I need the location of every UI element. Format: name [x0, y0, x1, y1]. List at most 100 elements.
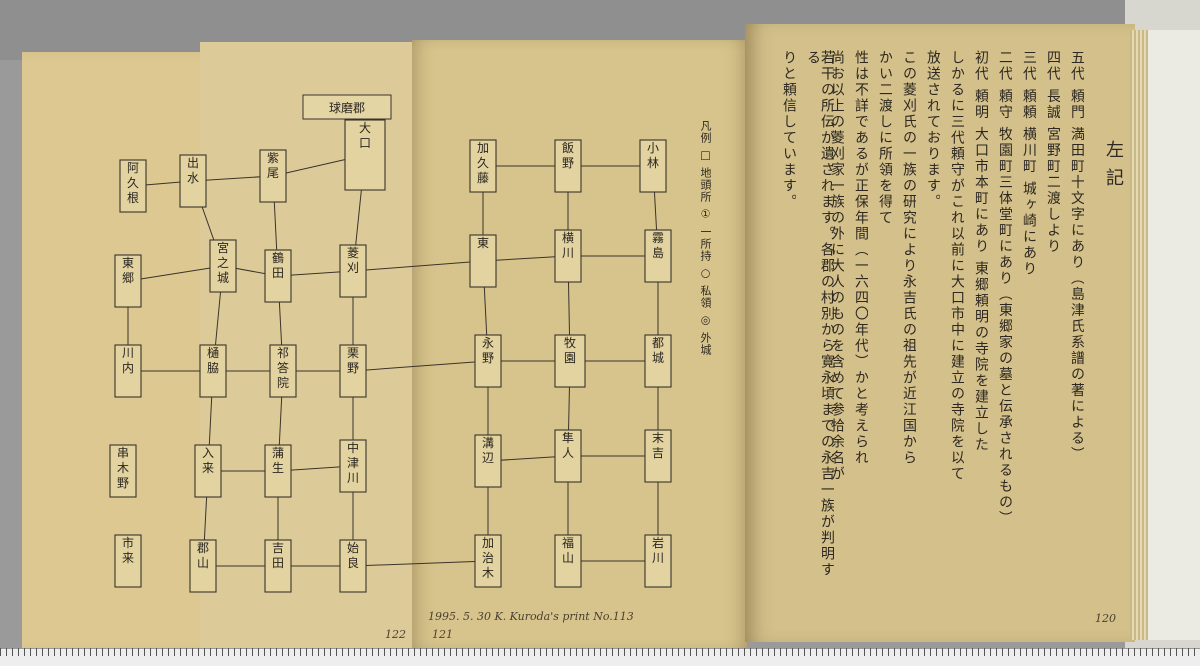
node-kiy: 溝辺	[474, 434, 502, 488]
node-label: 大	[359, 121, 371, 135]
node-ich: 市来	[114, 534, 142, 588]
node-label: 郷	[122, 271, 134, 285]
right-text-line: 四代 長誠 宮野町二渡しより	[1046, 50, 1060, 255]
node-label: 川	[562, 246, 574, 260]
node-label: 山	[562, 551, 574, 565]
node-label: 霧	[652, 231, 664, 245]
node-label: 根	[127, 191, 139, 205]
node-oku: 大口	[344, 119, 386, 191]
node-kur: 栗野	[339, 344, 367, 398]
node-iri: 入来	[194, 444, 222, 498]
node-label: 木	[117, 461, 129, 475]
node-hay: 隼人	[554, 429, 582, 483]
ruler-ticks	[0, 648, 1200, 656]
node-label: 辺	[482, 451, 494, 465]
node-sen: 川内	[114, 344, 142, 398]
connector-line	[127, 265, 224, 282]
page-number-left: 122	[385, 628, 406, 641]
node-label: 生	[272, 461, 284, 475]
node-label: 津	[347, 456, 359, 470]
node-label: 島	[652, 245, 664, 260]
node-label: 末	[652, 431, 664, 445]
chart-title-box: 球磨郡	[302, 94, 392, 120]
node-label: 野	[117, 476, 129, 490]
node-label: 城	[217, 271, 229, 285]
node-shi: 紫尾	[259, 149, 287, 203]
node-label: 川	[347, 471, 359, 485]
node-gun: 郡山	[189, 539, 217, 593]
node-mak: 牧園	[554, 334, 586, 388]
node-label: 内	[122, 361, 134, 375]
right-text-line: しかるに三代頼守がこれ以前に大口市中に建立の寺院を以て	[950, 50, 964, 482]
node-label: 良	[347, 555, 359, 570]
node-label: 東	[477, 236, 489, 250]
node-yos: 吉田	[264, 539, 292, 593]
node-label: 福	[562, 535, 574, 550]
node-label: 始	[347, 541, 359, 555]
node-kir: 霧島	[644, 229, 672, 283]
node-label: 市	[122, 535, 134, 550]
node-label: 来	[202, 461, 214, 475]
node-label: 阿	[127, 161, 139, 175]
legend-item-3: ○ 私領	[699, 266, 712, 310]
node-label: 城	[652, 351, 664, 365]
node-iin: 飯野	[554, 139, 582, 193]
node-label: 川	[652, 551, 664, 565]
node-iwa: 岩川	[644, 534, 672, 588]
node-label: 水	[187, 171, 199, 185]
node-label: 川	[122, 346, 134, 360]
node-label: 山	[197, 556, 209, 570]
node-kak: 加久藤	[469, 139, 497, 193]
node-ika: 祁答院	[269, 344, 297, 398]
connector-line	[352, 260, 484, 272]
page-edges	[1130, 30, 1148, 640]
node-label: 横	[562, 231, 574, 245]
node-label: 院	[277, 376, 289, 390]
node-hig: 東郷	[114, 254, 142, 308]
node-label: 久	[477, 156, 489, 170]
right-text-line: 二代 頼守 牧園町三体堂町にあり（東郷家の墓と伝承されるもの）	[998, 50, 1012, 527]
node-label: 脇	[207, 361, 219, 375]
right-text-line: 性は不詳であるが正保年間（一六四〇年代）かと考えられ	[854, 50, 868, 466]
connector-line	[482, 255, 569, 262]
node-label: 出	[187, 156, 199, 170]
right-text-line: この菱刈氏の一族の研究により永吉氏の祖先が近江国から	[902, 50, 916, 466]
background-card	[1145, 30, 1200, 640]
node-yok: 横川	[554, 229, 582, 283]
node-label: 菱	[347, 246, 359, 260]
node-label: 吉	[652, 446, 664, 460]
node-label: 牧	[564, 336, 576, 350]
page-number-right: 120	[1095, 612, 1116, 625]
node-label: 吉	[272, 541, 284, 555]
node-label: 田	[272, 266, 284, 280]
right-text-line: 三代 頼頼 横川町 城ヶ崎にあり	[1022, 50, 1036, 278]
node-label: 林	[647, 156, 659, 170]
handwritten-note: 1995. 5. 30 K. Kuroda's print No.113	[428, 610, 634, 623]
node-label: 野	[562, 156, 574, 170]
node-kus2: 串木野	[109, 444, 137, 498]
node-label: 加	[482, 536, 494, 550]
connector-line	[352, 560, 489, 567]
node-label: 宮	[217, 240, 229, 255]
node-label: 刈	[347, 261, 359, 275]
node-nak: 中津川	[339, 439, 367, 493]
legend-column: 凡例 □ 地頭所 ① 一所持 ○ 私領 ◎ 外城	[699, 120, 712, 540]
right-text-line: 五代 頼門 満田町十文字にあり（島津氏系譜の著による）	[1070, 50, 1084, 463]
right-text-line: 尚お以上の菱刈家一族の外に大人のものを含めて参拾余名が	[830, 50, 844, 482]
node-label: 岩	[652, 535, 664, 550]
node-label: 蒲	[272, 446, 284, 460]
page-number-middle: 121	[432, 628, 453, 641]
node-label: 紫	[267, 151, 279, 165]
node-label: 隼	[562, 430, 574, 445]
node-label: 来	[122, 551, 134, 565]
node-label: 治	[482, 551, 494, 565]
node-hish: 菱刈	[339, 244, 367, 298]
legend-item-2: ① 一所持	[699, 207, 712, 263]
node-label: 答	[277, 360, 289, 375]
node-label: 東	[122, 256, 134, 270]
node-label: 飯	[562, 140, 574, 155]
node-label: 祁	[277, 345, 289, 360]
node-aso: 阿久根	[119, 159, 147, 213]
chart-title: 球磨郡	[329, 101, 365, 115]
